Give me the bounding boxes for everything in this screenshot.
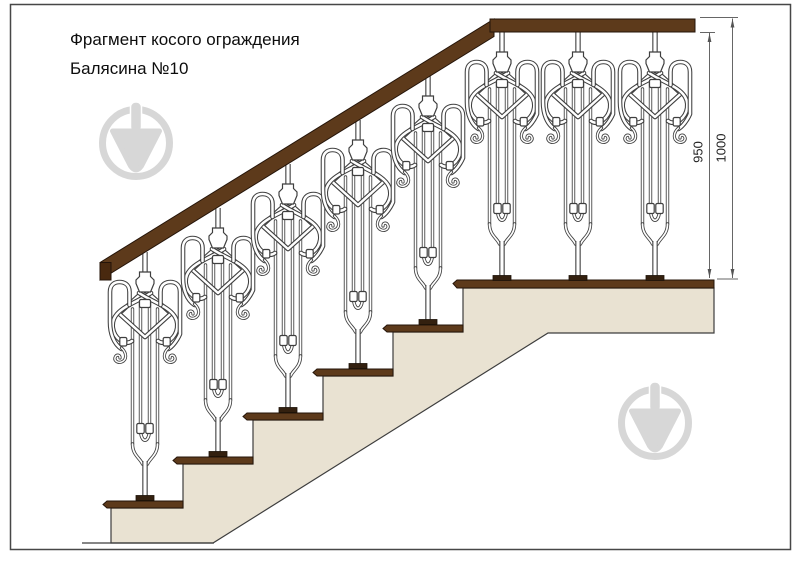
baluster-6 <box>467 32 537 281</box>
frame-border <box>9 3 792 551</box>
tread-4 <box>312 368 394 377</box>
arrow-950-top <box>707 33 712 42</box>
dimension-label-950: 950 <box>691 141 706 163</box>
baluster-1 <box>110 252 180 501</box>
balusters <box>110 32 690 501</box>
handrail-end-cap <box>99 262 112 281</box>
tread-5 <box>382 324 464 333</box>
platform-tread <box>452 279 715 289</box>
drawing-title-line1: Фрагмент косого ограждения <box>70 30 300 49</box>
arrow-950-bottom <box>707 269 712 278</box>
arrow-1000-bottom <box>730 269 735 278</box>
tread-1 <box>102 500 184 509</box>
watermark-logo-top-left <box>103 102 170 177</box>
baluster-3 <box>253 164 323 413</box>
staircase <box>82 279 715 544</box>
baluster-4 <box>323 120 393 369</box>
handrail-horizontal <box>489 18 696 33</box>
baluster-7 <box>543 32 613 281</box>
drawing-title-line2: Балясина №10 <box>70 59 189 78</box>
arrow-1000-top <box>730 18 735 28</box>
handrail <box>99 18 696 281</box>
dimension-label-1000: 1000 <box>714 134 729 163</box>
title-block: Фрагмент косого ограждения Балясина №10 <box>70 25 300 83</box>
tread-2 <box>172 456 254 465</box>
baluster-2 <box>183 208 253 457</box>
baluster-5 <box>393 76 463 325</box>
watermark-logo-bottom-right <box>622 382 689 457</box>
baluster-8 <box>620 32 690 281</box>
tread-3 <box>242 412 324 421</box>
dimensions: 950 1000 <box>691 17 738 280</box>
